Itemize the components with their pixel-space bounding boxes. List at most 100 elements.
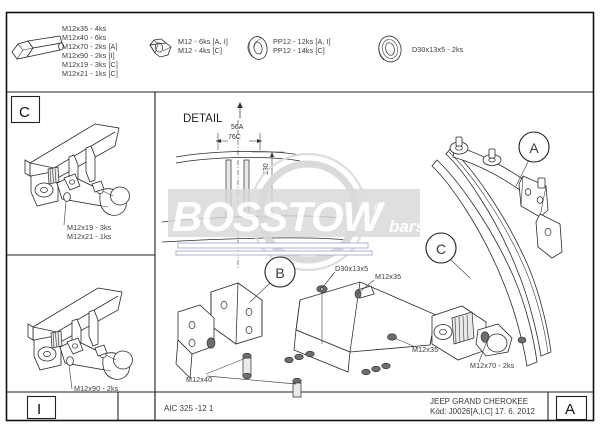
right-lower-bracket: [535, 213, 563, 259]
fastener-group: [206, 285, 527, 398]
leader-m12x70: [478, 337, 489, 363]
callout-a-leader: [515, 159, 530, 187]
bolt-m12x40-h: [292, 382, 302, 398]
callout-c: C: [425, 232, 471, 279]
svg-text:M12x90 - 2ks [I]: M12x90 - 2ks [I]: [62, 51, 115, 60]
svg-text:M12x19 - 3ks: M12x19 - 3ks: [67, 223, 112, 232]
main-crossbar-edge: [448, 151, 549, 354]
watermark-band: [168, 189, 420, 237]
bolt-left-upper: [206, 337, 216, 349]
far-left-hole-1: [188, 321, 196, 329]
right-lower-hole: [544, 228, 552, 236]
drawing-border: [5, 11, 595, 422]
washer-d30-hole: [319, 287, 325, 291]
towball: [486, 333, 508, 353]
washer-m12x40-b: [284, 356, 294, 364]
callout-b: B: [249, 256, 296, 303]
watermark-ring: [256, 160, 360, 264]
detail-vdim-arrow-t: [270, 152, 274, 157]
watermark-text: BOSSTOW: [172, 193, 386, 240]
panel-c-callout-text: M12x19 - 3ks M12x21 - 1ks: [67, 223, 112, 241]
towbar-assembly-c: [24, 123, 130, 216]
bolt-m12x35-lower: [387, 333, 397, 341]
panel-i-letter: I: [37, 401, 41, 418]
parts-legend: M12x35 - 4ks M12x40 - 6ks M12x70 - 2ks […: [11, 24, 464, 78]
bolt-legend-text: M12x35 - 4ks M12x40 - 6ks M12x70 - 2ks […: [62, 24, 118, 78]
detail-dim-76c: 76C: [228, 134, 241, 141]
label-d30x13x5: D30x13x5: [335, 264, 368, 273]
right-bracket-hole-1: [524, 188, 532, 196]
label-m12x35-upper: M12x35: [375, 272, 401, 281]
nut-legend-text: M12 - 6ks [A, I] M12 - 4ks [C]: [178, 37, 228, 55]
svg-text:M12x40 - 6ks: M12x40 - 6ks: [62, 33, 107, 42]
nut-m12x40-a: [242, 372, 252, 380]
washer-m12x40-d: [305, 350, 315, 358]
watermark-ring-outer: [248, 152, 368, 272]
svg-text:M12x35 - 4ks: M12x35 - 4ks: [62, 24, 107, 33]
vehicle-title: JEEP GRAND CHEROKEE: [430, 397, 528, 406]
callout-a: A: [515, 131, 550, 187]
bolt-right-ball: [517, 336, 527, 344]
watermark: BOSSTOW bars ®: [168, 152, 425, 272]
label-m12x40: M12x40: [186, 375, 212, 384]
svg-text:M12 - 6ks [A, I]: M12 - 6ks [A, I]: [178, 37, 228, 46]
towball-flange-hole: [439, 328, 447, 336]
washer-m12x40-c: [294, 353, 304, 361]
towbar-assembly-i: [27, 287, 133, 380]
detail-body-line-2: [175, 157, 301, 164]
svg-text:M12x19 - 3ks [C]: M12x19 - 3ks [C]: [62, 60, 118, 69]
right-bracket-bolt: [537, 177, 546, 189]
vehicle-code: Kód: J0026[A,I,C] 17. 6. 2012: [430, 407, 536, 416]
panel-upper-left: C: [10, 95, 130, 241]
mount-bolt-left: [455, 136, 463, 147]
callout-c-leader: [449, 258, 471, 279]
sheet-letter: A: [565, 401, 575, 418]
spring-washer-icon: [247, 36, 268, 60]
watermark-suffix: bars: [389, 217, 425, 236]
sheet-letter-box: [555, 395, 588, 421]
svg-text:M12x90 - 2ks: M12x90 - 2ks: [74, 384, 119, 393]
towball-shade-plate: [451, 311, 475, 345]
detail-arrow-head: [237, 102, 243, 108]
flat-washer-icon: [378, 35, 402, 63]
washer-m12x40-e: [361, 368, 371, 376]
spring-washer-legend-text: PP12 - 12ks [A, I] PP12 - 14ks [C]: [273, 37, 331, 55]
panel-c-letter-box: [10, 95, 41, 124]
panel-i-letter-box: [26, 395, 57, 420]
left-plate-hole-2: [245, 308, 253, 316]
main-assembly-drawing: D30x13x5 M12x35 M12x35 M12x40 M12x70 - 2…: [175, 131, 563, 398]
panel-i-callout-text: M12x90 - 2ks: [74, 384, 119, 393]
svg-text:M12x21 - 1ks: M12x21 - 1ks: [67, 232, 112, 241]
leader-m12x40: [205, 357, 297, 385]
main-crossbar: [445, 147, 552, 357]
leader-d30x13x5: [321, 271, 336, 289]
bolt-right-side: [480, 331, 490, 343]
watermark-registered: ®: [374, 201, 383, 215]
leader-m12x35-upper: [356, 279, 375, 295]
hitch-plate-lower: [293, 329, 351, 373]
mount-eye-mid-hole: [488, 157, 496, 163]
detail-dim-arrow-r: [257, 139, 262, 143]
label-m12x35-lower: M12x35: [412, 345, 438, 354]
svg-text:PP12 - 14ks [C]: PP12 - 14ks [C]: [273, 46, 325, 55]
hex-nut-icon: [149, 38, 172, 58]
svg-text:M12 - 4ks [C]: M12 - 4ks [C]: [178, 46, 222, 55]
svg-text:PP12 - 12ks [A, I]: PP12 - 12ks [A, I]: [273, 37, 331, 46]
panel-c-letter: C: [19, 104, 30, 121]
washer-m12x40-g: [381, 362, 391, 370]
detail-dim-arrow-l: [216, 139, 221, 143]
far-left-hole-2: [188, 339, 196, 347]
hex-bolt-icon: [11, 35, 64, 60]
callout-c-letter: C: [436, 241, 446, 257]
detail-dim-56a: 56A: [231, 124, 244, 131]
left-plate-hole-3: [245, 326, 253, 334]
callout-a-letter: A: [529, 140, 539, 156]
title-block: I AIC 325 -12 1 JEEP GRAND CHEROKEE Kód:…: [26, 395, 588, 421]
watermark-bar-2: [175, 250, 373, 256]
mount-bolt-mid: [488, 148, 496, 159]
leader-i-bolts: [68, 364, 73, 390]
svg-text:M12x70 - 2ks [A]: M12x70 - 2ks [A]: [62, 42, 118, 51]
detail-dim-130: 130: [263, 163, 270, 175]
mount-eye-left-hole: [455, 145, 463, 151]
